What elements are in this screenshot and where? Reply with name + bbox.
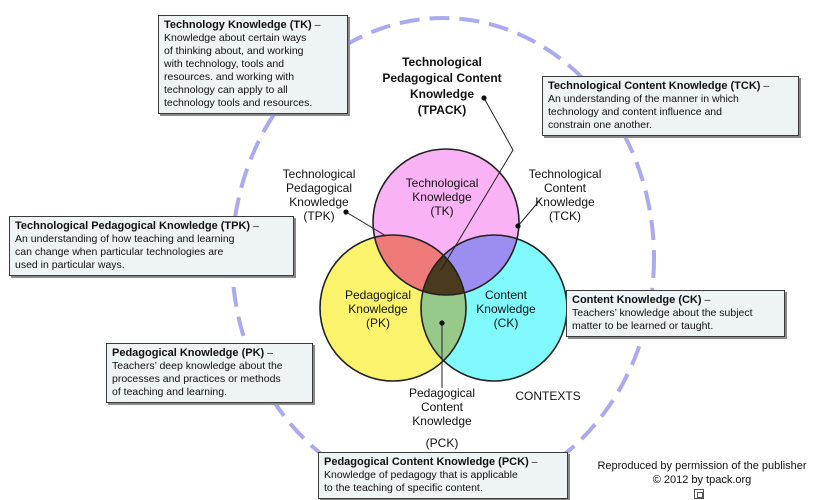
pck-pointer-dot	[439, 320, 445, 326]
svg-text:(TPACK): (TPACK)	[418, 103, 466, 117]
svg-text:Knowledge: Knowledge	[410, 87, 474, 101]
tpack-pointer-dot	[481, 95, 487, 101]
pck-definition-box: Pedagogical Content Knowledge (PCK) – Kn…	[318, 452, 568, 499]
svg-text:Technological: Technological	[529, 167, 602, 181]
svg-text:Technological: Technological	[283, 167, 356, 181]
pck-definition-line: Knowledge of pedagogy that is applicable	[324, 469, 518, 481]
pk-definition-line: processes and practices or methods	[112, 373, 281, 385]
tk-definition-line: resources. and working with	[164, 71, 295, 83]
pk-definition-box: Pedagogical Knowledge (PK) – Teachers’ d…	[106, 343, 313, 403]
copyright-icon	[694, 489, 704, 499]
tpk-definition-line: An understanding of how teaching and lea…	[15, 233, 235, 245]
tck-definition-title: Technological Content Knowledge (TCK)	[548, 80, 761, 92]
svg-text:(PCK): (PCK)	[426, 436, 459, 450]
tk-definition-box: Technology Knowledge (TK) – Knowledge ab…	[158, 15, 348, 114]
tpk-definition-box: Technological Pedagogical Knowledge (TPK…	[9, 216, 294, 276]
svg-text:Technological: Technological	[402, 55, 482, 69]
ck-definition-line: matter to be learned or taught.	[572, 320, 714, 332]
tpk-label: Technological Pedagogical Knowledge (TPK…	[283, 167, 356, 223]
tck-definition-line: constrain one another.	[548, 119, 652, 131]
svg-text:Content: Content	[421, 400, 464, 414]
tk-definition-line: Knowledge about certain ways	[164, 32, 307, 44]
pck-definition-line: to the teaching of specific content.	[324, 482, 483, 494]
tpk-pointer	[345, 211, 387, 237]
svg-text:Content: Content	[544, 181, 587, 195]
tk-label: Technological Knowledge (TK)	[406, 176, 479, 218]
pk-definition-title: Pedagogical Knowledge (PK)	[112, 347, 265, 359]
svg-text:Technological: Technological	[406, 176, 479, 190]
tpack-pointer	[440, 97, 514, 271]
tpack-label: Technological Pedagogical Content Knowle…	[382, 55, 501, 117]
svg-text:Pedagogical Content: Pedagogical Content	[382, 71, 501, 85]
credit-line: © 2012 by tpack.org	[652, 474, 752, 486]
pck-label: Pedagogical Content Knowledge (PCK)	[409, 386, 475, 450]
pk-label: Pedagogical Knowledge (PK)	[345, 288, 411, 330]
svg-text:(TK): (TK)	[430, 204, 453, 218]
tpk-definition-title: Technological Pedagogical Knowledge (TPK…	[15, 220, 251, 232]
svg-text:Knowledge: Knowledge	[289, 195, 349, 209]
tpk-definition-line: used in particular ways.	[15, 259, 125, 271]
tck-definition-line: technology and content influence and	[548, 106, 722, 118]
svg-text:Knowledge: Knowledge	[412, 190, 472, 204]
svg-text:Pedagogical: Pedagogical	[345, 288, 411, 302]
pck-definition-title: Pedagogical Content Knowledge (PCK)	[324, 456, 529, 468]
tck-label: Technological Content Knowledge (TCK)	[529, 167, 602, 223]
svg-text:Knowledge: Knowledge	[412, 414, 472, 428]
svg-text:(PK): (PK)	[366, 316, 390, 330]
svg-text:(TPK): (TPK)	[303, 209, 334, 223]
svg-text:Knowledge: Knowledge	[348, 302, 408, 316]
svg-text:(CK): (CK)	[494, 316, 519, 330]
ck-definition-title: Content Knowledge (CK)	[572, 294, 702, 306]
tck-definition-box: Technological Content Knowledge (TCK) – …	[542, 76, 799, 136]
tck-overlap	[421, 235, 519, 295]
tpk-overlap	[373, 235, 466, 295]
pk-definition-line: of teaching and learning.	[112, 386, 228, 398]
tk-definition-line: technology can apply to all	[164, 84, 288, 96]
tck-pointer	[517, 199, 541, 227]
contexts-label: CONTEXTS	[515, 389, 580, 403]
tpk-pointer-dot	[343, 209, 349, 215]
publisher-credit: Reproduced by permission of the publishe…	[586, 459, 818, 487]
tck-definition-line: An understanding of the manner in which	[548, 93, 739, 105]
credit-line: Reproduced by permission of the publishe…	[597, 460, 807, 472]
svg-text:Pedagogical: Pedagogical	[409, 386, 475, 400]
svg-text:Knowledge: Knowledge	[476, 302, 536, 316]
svg-text:(TCK): (TCK)	[549, 209, 581, 223]
svg-text:Pedagogical: Pedagogical	[286, 181, 352, 195]
ck-label: Content Knowledge (CK)	[476, 288, 536, 330]
pk-definition-line: Teachers’ deep knowledge about the	[112, 360, 283, 372]
svg-text:Content: Content	[485, 288, 528, 302]
svg-text:Knowledge: Knowledge	[535, 195, 595, 209]
tpk-definition-line: can change when particular technologies …	[15, 246, 224, 258]
tk-definition-line: with technology, tools and	[164, 58, 285, 70]
tck-pointer-dot	[515, 223, 521, 229]
ck-definition-line: Teachers’ knowledge about the subject	[572, 307, 753, 319]
tk-definition-title: Technology Knowledge (TK)	[164, 19, 312, 31]
ck-definition-box: Content Knowledge (CK) – Teachers’ knowl…	[566, 290, 785, 337]
tk-definition-line: technology tools and resources.	[164, 97, 313, 109]
tk-definition-line: of thinking about, and working	[164, 45, 304, 57]
